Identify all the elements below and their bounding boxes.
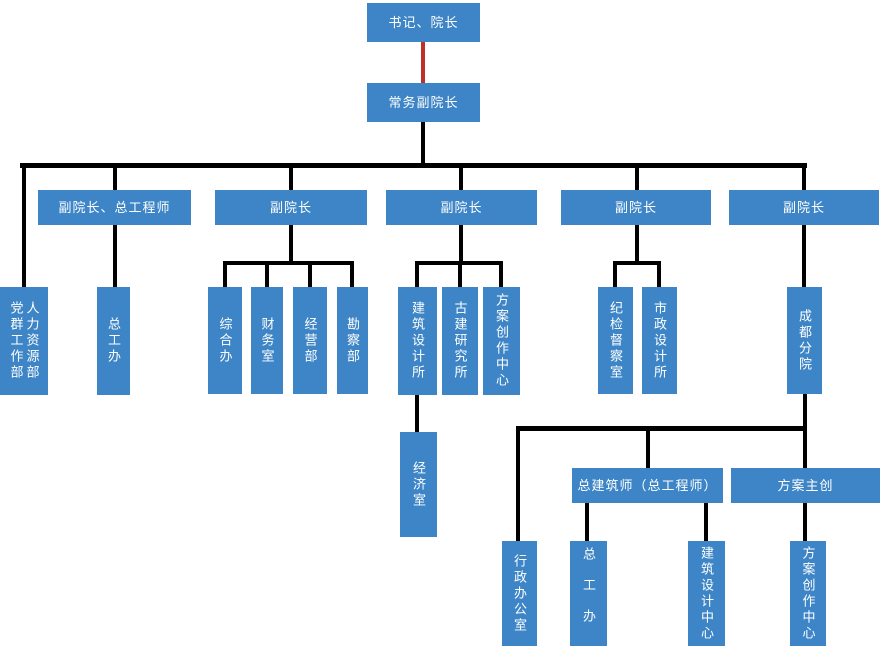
node-vice-dean-chief-engineer: 副院长、总工程师	[38, 190, 191, 225]
connector	[289, 225, 293, 261]
connector-red	[421, 42, 425, 83]
node-scheme-lead: 方案主创	[731, 468, 880, 503]
node-party-mass-hr-depts: 党群工作部 人力资源部	[0, 287, 48, 395]
connector	[803, 431, 807, 468]
connector	[803, 503, 807, 541]
connector	[415, 261, 503, 265]
node-municipal-design-institute: 市政设计所	[642, 287, 677, 394]
connector	[613, 265, 617, 287]
connector	[223, 265, 227, 287]
connector	[516, 431, 520, 541]
connector	[113, 168, 117, 190]
connector	[516, 426, 807, 431]
connector	[635, 168, 639, 190]
connector	[704, 503, 708, 541]
node-general-affairs-office: 综合办	[208, 287, 242, 394]
node-vice-dean-3: 副院长	[386, 190, 537, 225]
node-scheme-creation-center: 方案创作中心	[483, 287, 520, 395]
connector	[458, 265, 462, 287]
connector	[499, 265, 503, 287]
node-executive-vice-dean: 常务副院长	[367, 83, 480, 122]
connector	[20, 163, 807, 168]
node-architectural-design-institute: 建筑设计所	[398, 287, 437, 395]
node-discipline-inspection-office: 纪检督察室	[598, 287, 633, 394]
connector	[585, 503, 589, 541]
node-chengdu-branch: 成都分院	[787, 287, 822, 394]
connector	[350, 265, 354, 287]
connector	[22, 168, 26, 287]
connector	[415, 395, 419, 432]
connector	[802, 168, 806, 190]
node-finance-office: 财务室	[251, 287, 283, 394]
connector	[223, 261, 354, 265]
connector	[635, 225, 639, 261]
connector	[265, 265, 269, 287]
node-secretary-dean: 书记、院长	[367, 3, 480, 42]
connector	[657, 265, 661, 287]
connector	[459, 225, 463, 261]
node-scheme-creation-center-chengdu: 方案创作中心	[790, 541, 826, 646]
connector	[802, 225, 806, 287]
connector	[415, 265, 419, 287]
connector	[308, 265, 312, 287]
node-vice-dean-4: 副院长	[561, 190, 711, 225]
node-vice-dean-5: 副院长	[729, 190, 879, 225]
node-chief-engineer-office-chengdu: 总工办	[570, 541, 607, 646]
node-admin-office: 行政办公室	[502, 541, 537, 646]
connector	[613, 261, 661, 265]
node-economics-office: 经济室	[400, 432, 437, 537]
node-chief-engineer-office: 总工办	[97, 287, 130, 395]
connector	[803, 394, 807, 428]
connector	[113, 225, 117, 287]
node-architectural-design-center: 建筑设计中心	[688, 541, 725, 646]
node-vice-dean-2: 副院长	[215, 190, 367, 225]
connector	[421, 122, 425, 163]
node-ancient-architecture-research-institute: 古建研究所	[442, 287, 478, 395]
connector	[646, 431, 650, 468]
node-survey-dept: 勘察部	[337, 287, 368, 394]
node-chief-architect: 总建筑师（总工程师）	[572, 468, 723, 503]
connector	[459, 168, 463, 190]
connector	[289, 168, 293, 190]
node-operations-dept: 经营部	[293, 287, 327, 394]
